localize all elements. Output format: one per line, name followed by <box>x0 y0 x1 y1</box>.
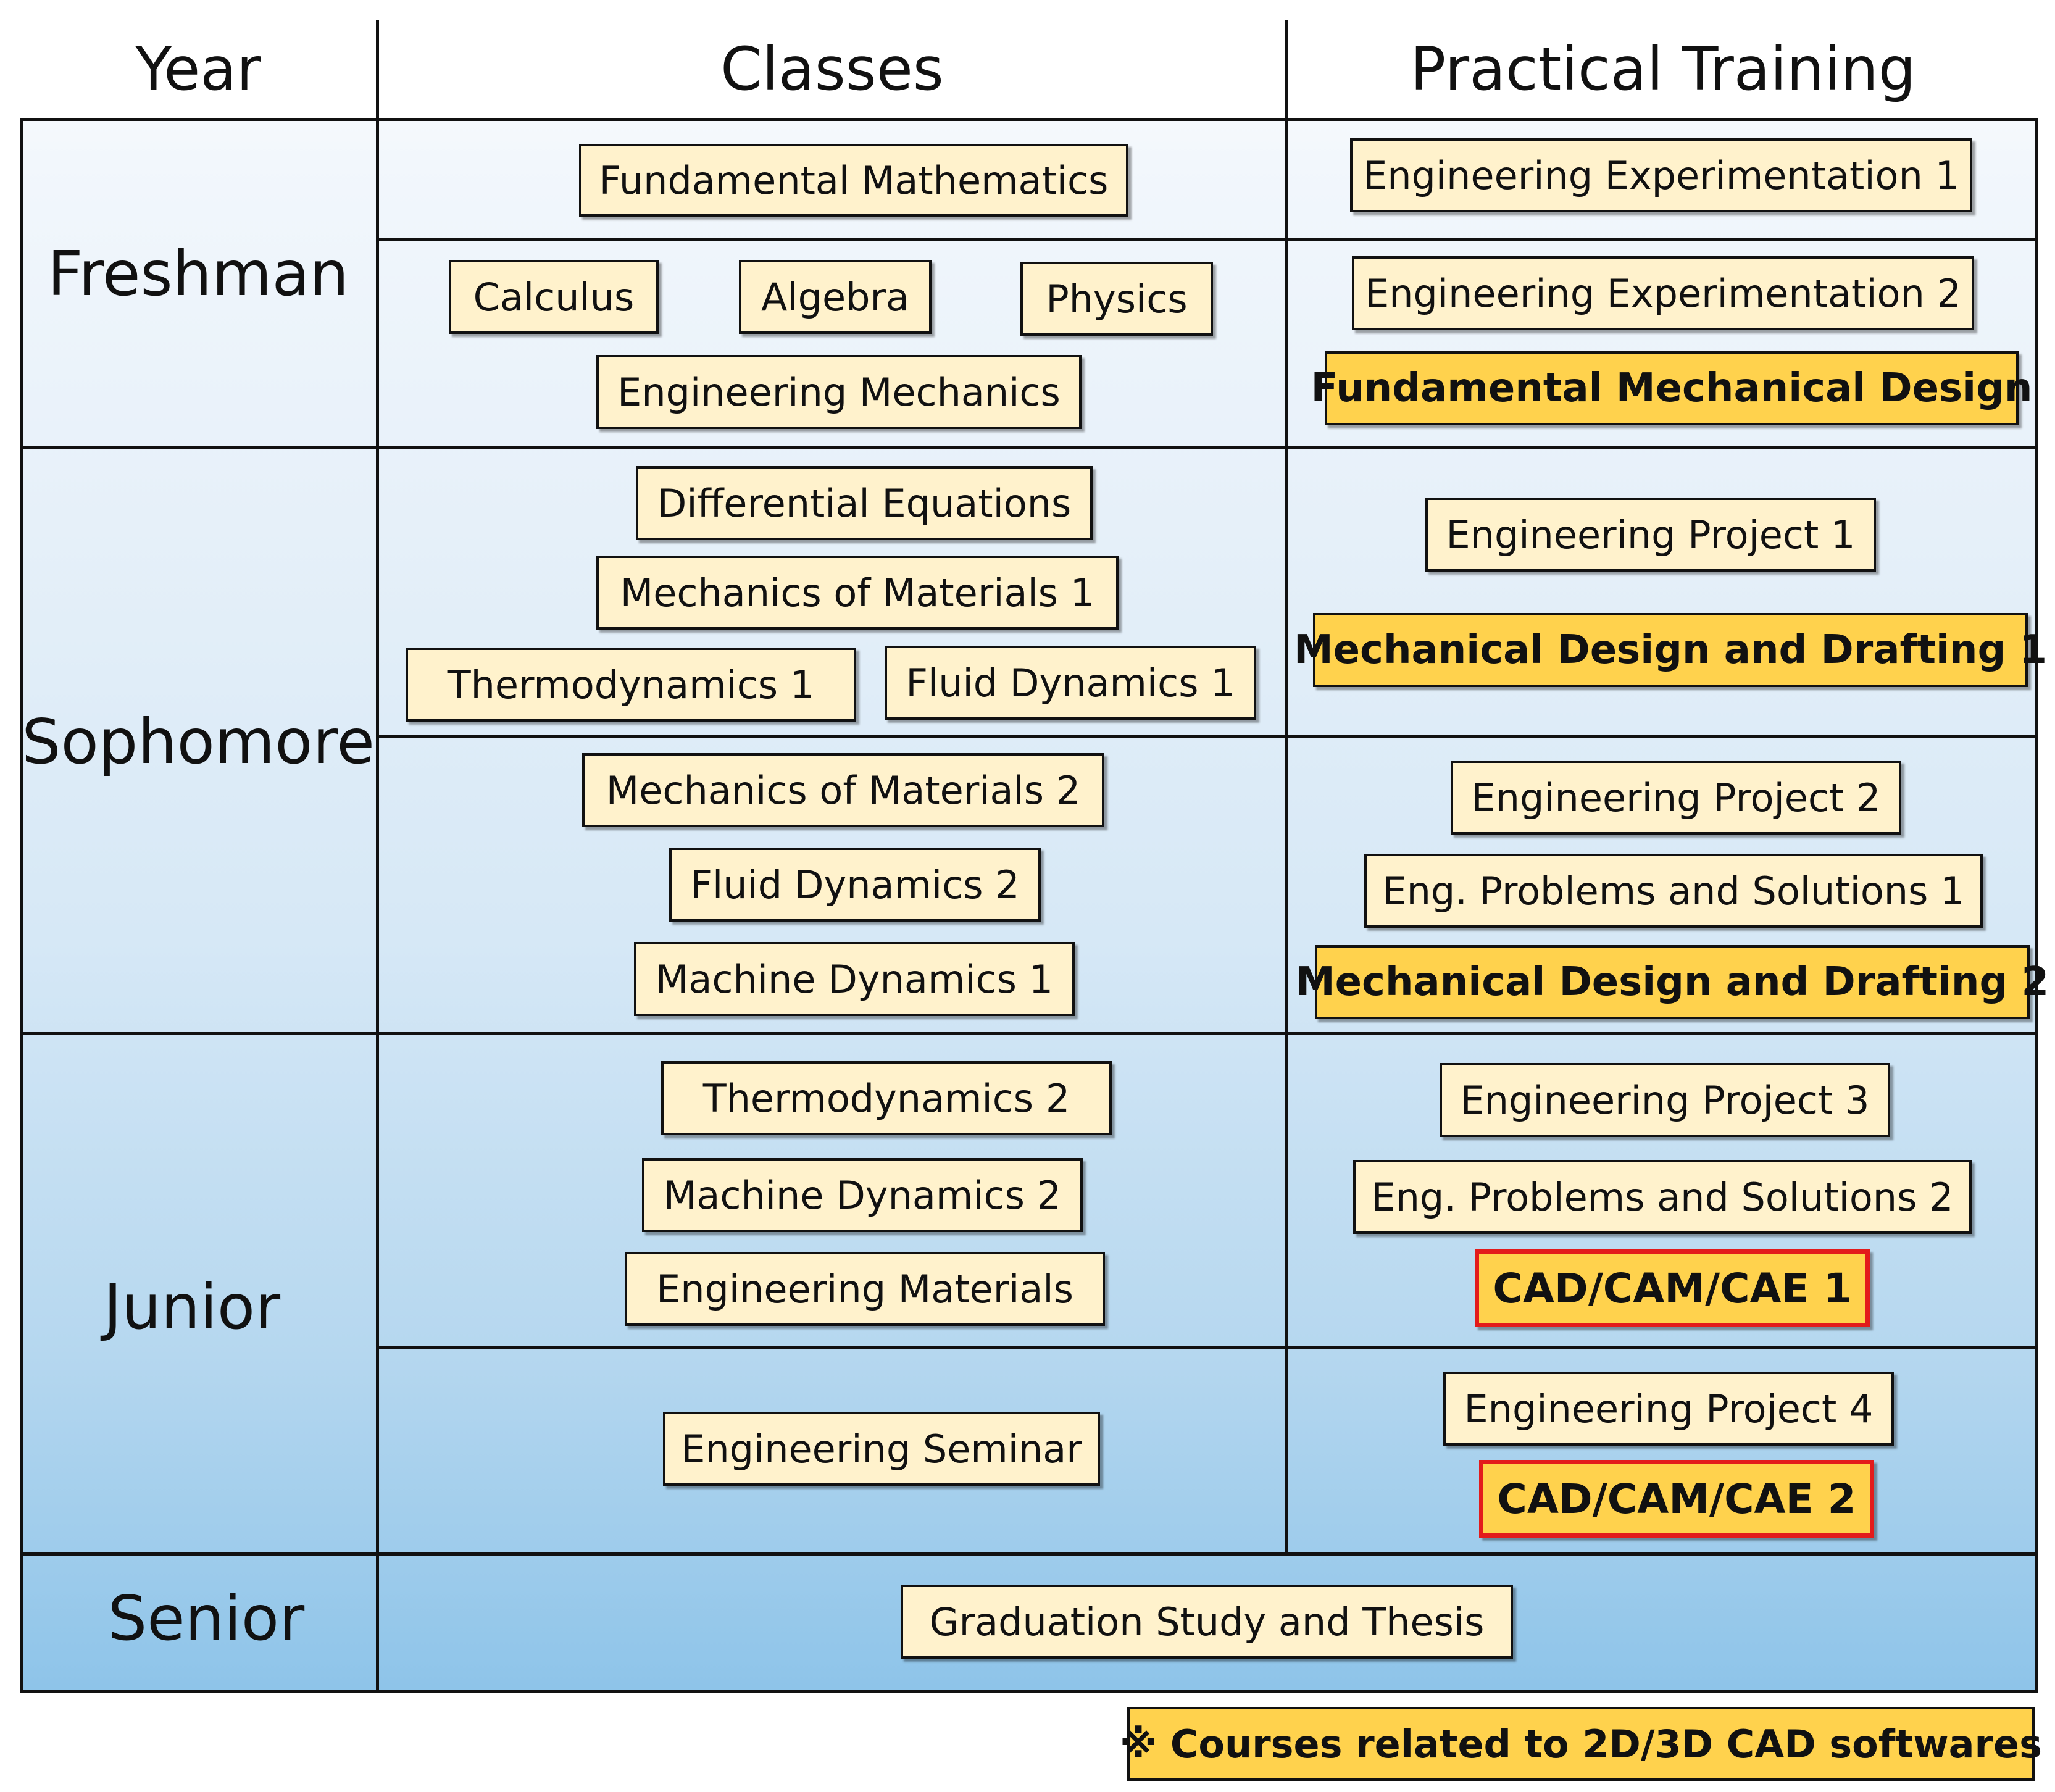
year-column-divider <box>376 20 379 1693</box>
header-row <box>20 20 2038 120</box>
course-eng-problems-solutions-1: Eng. Problems and Solutions 1 <box>1364 854 1983 928</box>
course-fundamental-mathematics: Fundamental Mathematics <box>579 144 1128 217</box>
header-practical-training: Practical Training <box>1410 35 1916 104</box>
course-engineering-project-2: Engineering Project 2 <box>1451 761 1901 835</box>
junior-senior-divider <box>20 1552 2038 1556</box>
course-engineering-materials: Engineering Materials <box>625 1252 1105 1326</box>
year-junior: Junior <box>103 1271 281 1343</box>
freshman-sophomore-divider <box>20 446 2038 449</box>
year-sophomore: Sophomore <box>22 706 375 778</box>
course-engineering-project-3: Engineering Project 3 <box>1440 1063 1890 1137</box>
course-graduation-study-thesis: Graduation Study and Thesis <box>901 1585 1513 1659</box>
junior-semester-divider <box>378 1346 2038 1349</box>
year-senior: Senior <box>107 1582 305 1654</box>
course-engineering-seminar: Engineering Seminar <box>663 1412 1100 1486</box>
course-machine-dynamics-1: Machine Dynamics 1 <box>634 942 1075 1016</box>
legend-cad-note: ※ Courses related to 2D/3D CAD softwares <box>1120 1707 2042 1781</box>
course-eng-problems-solutions-2: Eng. Problems and Solutions 2 <box>1353 1160 1972 1234</box>
course-fluid-dynamics-2: Fluid Dynamics 2 <box>669 848 1041 922</box>
course-engineering-experimentation-1: Engineering Experimentation 1 <box>1350 138 1972 212</box>
course-cad-cam-cae-1: CAD/CAM/CAE 1 <box>1475 1249 1870 1327</box>
course-algebra: Algebra <box>739 260 932 334</box>
course-engineering-experimentation-2: Engineering Experimentation 2 <box>1352 256 1974 330</box>
course-mechanics-of-materials-2: Mechanics of Materials 2 <box>582 753 1104 827</box>
header-year: Year <box>135 35 261 104</box>
sophomore-semester-divider <box>378 735 2038 738</box>
course-physics: Physics <box>1020 262 1213 336</box>
classes-column-divider <box>1285 20 1288 1556</box>
course-mechanics-of-materials-1: Mechanics of Materials 1 <box>596 556 1119 630</box>
sophomore-junior-divider <box>20 1032 2038 1035</box>
course-machine-dynamics-2: Machine Dynamics 2 <box>642 1158 1083 1232</box>
course-fluid-dynamics-1: Fluid Dynamics 1 <box>885 646 1256 720</box>
course-thermodynamics-2: Thermodynamics 2 <box>661 1061 1112 1135</box>
freshman-semester-divider <box>378 238 2038 241</box>
header-classes: Classes <box>720 35 944 104</box>
header-divider <box>20 118 2038 121</box>
course-cad-cam-cae-2: CAD/CAM/CAE 2 <box>1479 1460 1874 1538</box>
course-mechanical-design-drafting-1: Mechanical Design and Drafting 1 <box>1294 613 2047 687</box>
course-engineering-project-4: Engineering Project 4 <box>1443 1372 1894 1446</box>
course-calculus: Calculus <box>449 260 659 334</box>
year-freshman: Freshman <box>47 238 349 310</box>
course-fundamental-mechanical-design: Fundamental Mechanical Design <box>1311 351 2032 425</box>
course-mechanical-design-drafting-2: Mechanical Design and Drafting 2 <box>1296 945 2049 1019</box>
course-differential-equations: Differential Equations <box>636 466 1093 540</box>
course-engineering-mechanics: Engineering Mechanics <box>596 355 1082 429</box>
course-engineering-project-1: Engineering Project 1 <box>1425 498 1876 572</box>
course-thermodynamics-1: Thermodynamics 1 <box>406 648 856 722</box>
